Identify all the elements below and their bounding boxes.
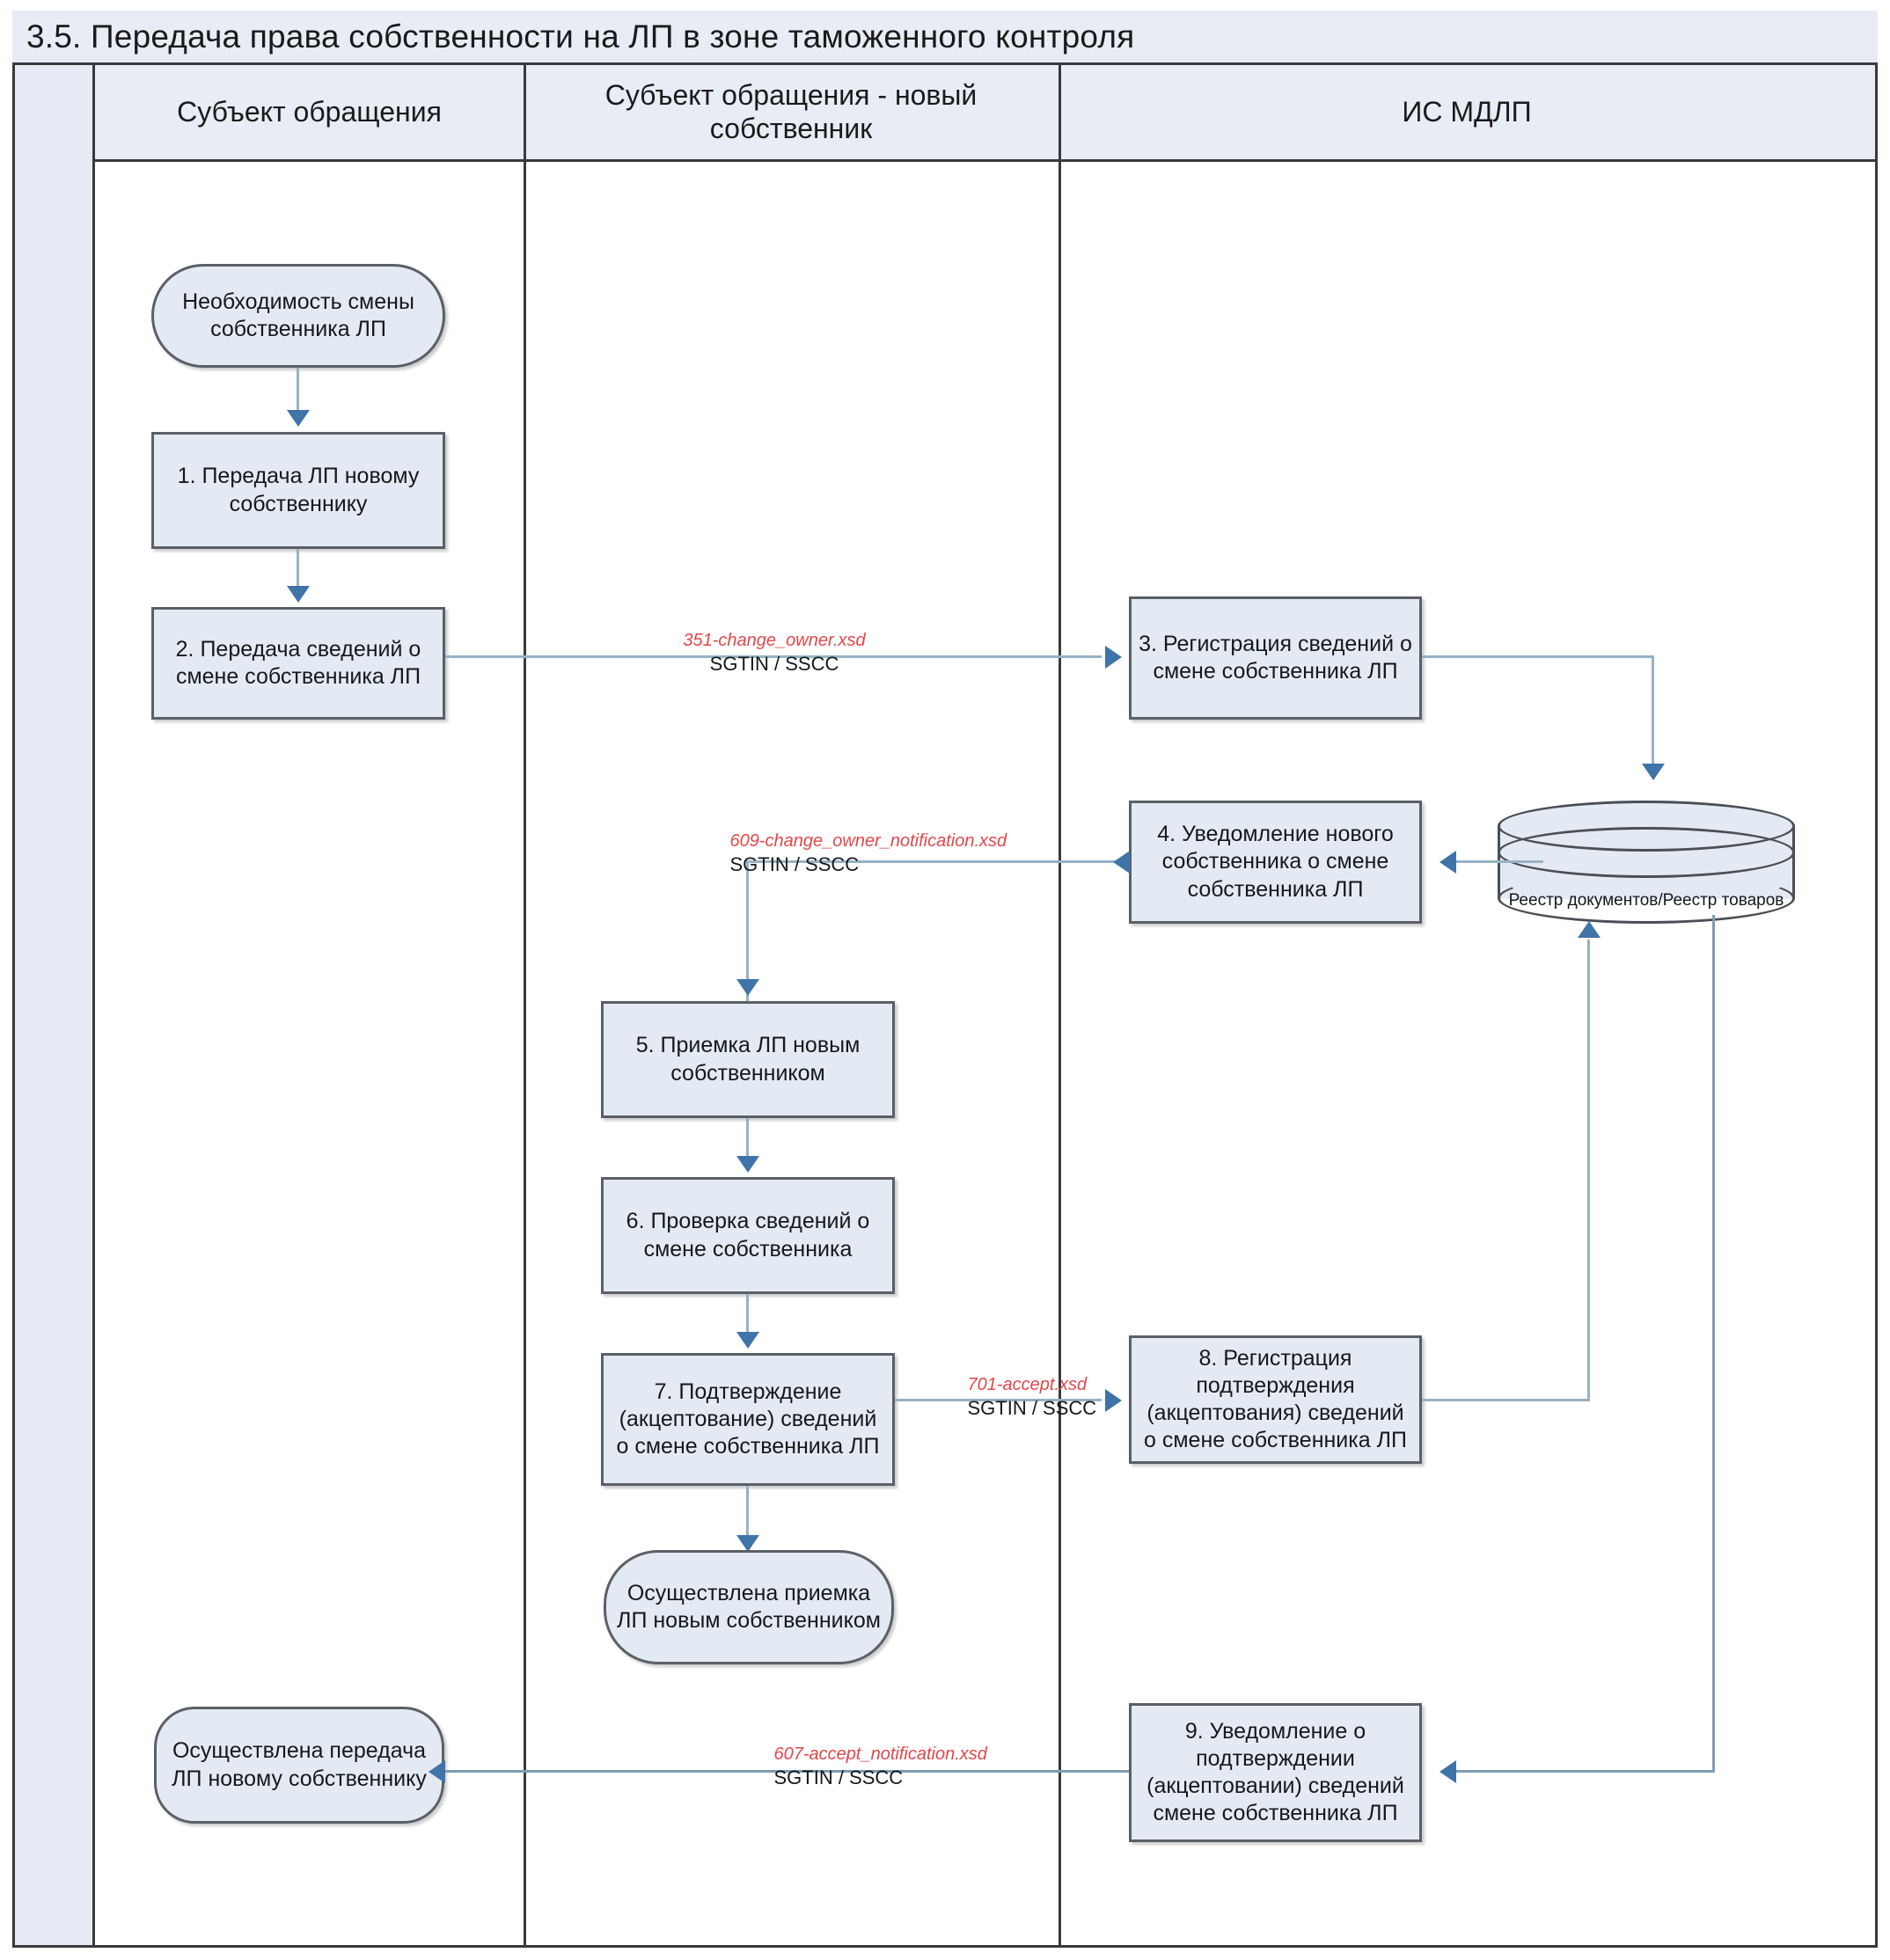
connector-4-to-5-h (746, 860, 1129, 863)
database-inner-ring (1498, 827, 1795, 878)
flow-label-351: 351-change_owner.xsd SGTIN / SSCC (683, 631, 866, 675)
connector-db-to-9-h (1455, 1770, 1715, 1773)
connector-3-to-db-h (1422, 655, 1654, 658)
node-end-transfer[interactable]: Осуществлена передача ЛП новому собствен… (154, 1707, 444, 1824)
node-start[interactable]: Необходимость смены собственника ЛП (151, 264, 445, 368)
connector-2-to-3 (445, 655, 1102, 658)
arrowhead-8-to-db (1578, 921, 1601, 938)
node-step-2[interactable]: 2. Передача сведений о смене собственник… (151, 607, 445, 720)
connector-start-to-1 (297, 368, 299, 415)
connector-8-to-db-h (1422, 1399, 1590, 1401)
connector-8-to-db-v (1587, 940, 1590, 1401)
page-title: 3.5. Передача права собственности на ЛП … (12, 11, 1878, 65)
arrowhead-4-to-5 (736, 979, 759, 996)
flow-label-607: 607-accept_notification.xsd SGTIN / SSCC (774, 1744, 987, 1790)
database-bottom-arc (1498, 873, 1795, 924)
node-step-8[interactable]: 8. Регистрация подтверждения (акцептован… (1129, 1335, 1422, 1464)
flow-label-701: 701-accept.xsd SGTIN / SSCC (968, 1374, 1097, 1421)
arrowhead-2-to-3 (1105, 646, 1122, 669)
connector-7-to-end-receipt (746, 1486, 749, 1540)
node-step-5[interactable]: 5. Приемка ЛП новым собственником (601, 1001, 895, 1118)
arrowhead-db-to-4 (1439, 851, 1456, 874)
node-step-4[interactable]: 4. Уведомление нового собственника о сме… (1129, 801, 1422, 924)
node-step-3[interactable]: 3. Регистрация сведений о смене собствен… (1129, 596, 1422, 720)
connector-9-to-end-transfer (444, 1770, 1129, 1773)
database-label: Реестр документов/Реестр товаров (1508, 891, 1784, 911)
pool-left-band (15, 65, 95, 1945)
arrowhead-4-to-5-h (1113, 851, 1130, 874)
lane-header-new-owner: Субъект обращения - новый собственник (524, 65, 1059, 162)
arrowhead-start-to-1 (287, 410, 310, 427)
connector-4-to-5-v (746, 860, 749, 1001)
node-step-9[interactable]: 9. Уведомление о подтверждении (акцептов… (1129, 1703, 1422, 1842)
arrowhead-7-to-8 (1105, 1389, 1122, 1412)
connector-db-to-4 (1455, 860, 1543, 863)
arrowhead-5-to-6 (736, 1156, 759, 1173)
connector-3-to-db-v (1652, 655, 1654, 770)
arrowhead-db-to-9 (1439, 1760, 1456, 1783)
lane-header-subject: Субъект обращения (95, 65, 524, 162)
arrowhead-1-to-2 (287, 586, 310, 603)
connector-db-to-9-v (1712, 915, 1715, 1773)
arrowhead-6-to-7 (736, 1332, 759, 1349)
arrowhead-3-to-db (1642, 764, 1665, 780)
arrowhead-7-to-end-receipt (736, 1535, 759, 1552)
node-step-7[interactable]: 7. Подтверждение (акцептование) сведений… (601, 1353, 895, 1486)
connector-5-to-6 (746, 1118, 749, 1161)
lane-divider-1 (524, 65, 526, 1945)
connector-6-to-7 (746, 1294, 749, 1337)
connector-1-to-2 (297, 549, 299, 591)
flow-label-609: 609-change_owner_notification.xsd SGTIN … (730, 830, 1007, 877)
node-step-1[interactable]: 1. Передача ЛП новому собственнику (151, 432, 445, 549)
node-step-6[interactable]: 6. Проверка сведений о смене собственник… (601, 1177, 895, 1294)
connector-7-to-8 (895, 1399, 1102, 1401)
lane-header-is-mdlp: ИС МДЛП (1059, 65, 1875, 162)
arrowhead-9-to-end-transfer (429, 1760, 445, 1783)
node-end-receipt[interactable]: Осуществлена приемка ЛП новым собственни… (604, 1550, 894, 1664)
lane-divider-2 (1059, 65, 1061, 1945)
database-cylinder[interactable]: Реестр документов/Реестр товаров (1498, 801, 1795, 924)
